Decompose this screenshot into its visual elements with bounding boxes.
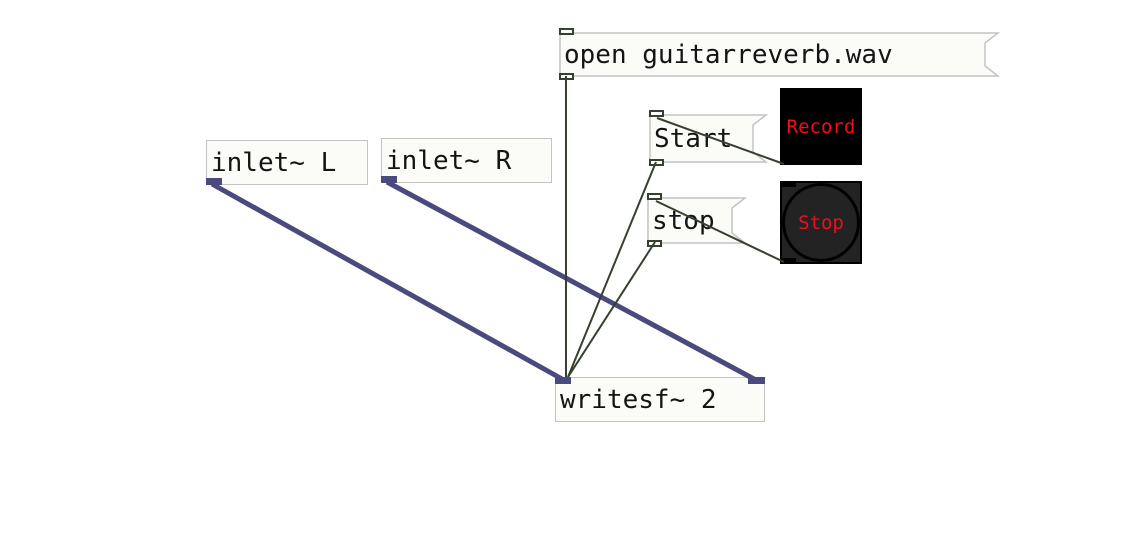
stop-bang-label: Stop bbox=[798, 211, 844, 234]
object-box-inlet-r-label: inlet~ R bbox=[386, 145, 512, 176]
stop-bang-outlet bbox=[782, 258, 796, 262]
message-box-start-label: Start bbox=[654, 123, 733, 154]
stop-bang-inlet bbox=[782, 183, 796, 187]
signal-cord-inlet-l-to-writesf bbox=[210, 181, 564, 382]
object-box-inlet-r: inlet~ R bbox=[381, 138, 552, 183]
message-cord-stop-to-writesf bbox=[567, 241, 656, 378]
message-box-stop-label: stop bbox=[652, 205, 715, 236]
message-box-open[interactable]: open guitarreverb.wav bbox=[559, 28, 1001, 80]
message-box-stop[interactable]: stop bbox=[647, 193, 748, 247]
message-box-open-outlet bbox=[559, 73, 574, 80]
object-box-inlet-l-label: inlet~ L bbox=[211, 147, 337, 178]
message-cord-start-to-writesf bbox=[567, 161, 657, 378]
message-box-open-label: open guitarreverb.wav bbox=[564, 39, 893, 70]
record-bang[interactable]: Record bbox=[780, 88, 862, 165]
record-bang-outlet bbox=[780, 161, 794, 165]
object-box-inlet-l: inlet~ L bbox=[206, 140, 368, 185]
message-box-start[interactable]: Start bbox=[649, 110, 769, 166]
record-bang-inlet bbox=[780, 88, 794, 92]
object-box-writesf-label: writesf~ 2 bbox=[560, 384, 717, 415]
stop-bang[interactable]: Stop bbox=[780, 181, 862, 264]
message-box-open-inlet bbox=[559, 28, 574, 35]
object-box-writesf-inlet-left bbox=[555, 377, 571, 384]
object-box-inlet-l-outlet bbox=[206, 178, 222, 185]
message-box-start-outlet bbox=[649, 159, 664, 166]
message-box-stop-inlet bbox=[647, 193, 662, 200]
record-bang-label: Record bbox=[786, 115, 856, 138]
message-box-start-inlet bbox=[649, 110, 664, 117]
object-box-writesf-inlet-right bbox=[748, 377, 765, 384]
object-box-inlet-r-outlet bbox=[381, 176, 397, 183]
message-box-stop-outlet bbox=[647, 240, 662, 247]
object-box-writesf: writesf~ 2 bbox=[555, 377, 765, 422]
